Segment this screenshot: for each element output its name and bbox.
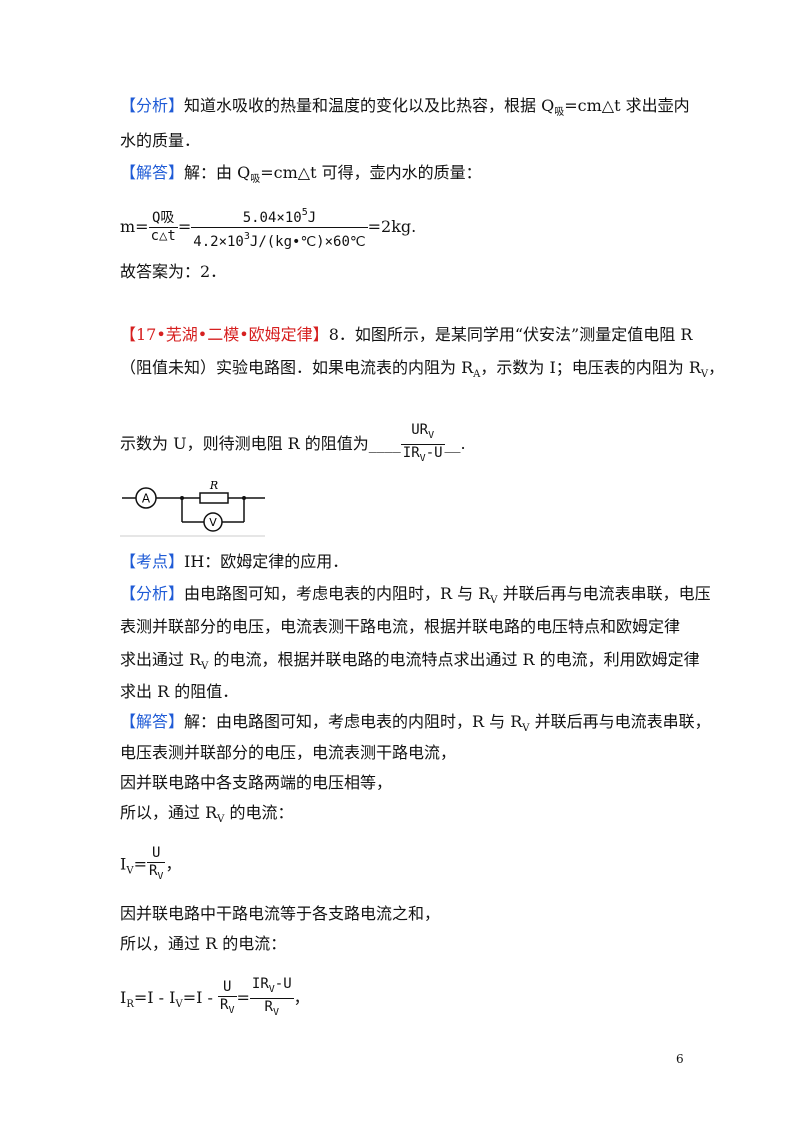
analysis-paragraph-1-line2: 水的质量．: [120, 131, 201, 150]
solution-paragraph-1: 【解答】解：由 Q吸=cm△t 可得，壶内水的质量：: [120, 163, 482, 185]
resistor-symbol: [199, 492, 229, 504]
solution-2-line5: 因并联电路中干路电流等于各支路电流之和，: [120, 904, 441, 923]
voltmeter-label: V: [209, 516, 217, 529]
solution-2-line1: 【解答】解：由电路图可知，考虑电表的内阻时，R 与 RV 并联后再与电流表串联，: [120, 712, 711, 734]
solution-2-line2: 电压表测并联部分的电压，电流表测干路电流，: [120, 743, 457, 762]
analysis-2-line4: 求出 R 的阻值．: [120, 682, 239, 701]
analysis-2-line2: 表测并联部分的电压，电流表测干路电流，根据并联电路的电压特点和欧姆定律: [120, 617, 681, 636]
circuit-diagram: A R V: [120, 479, 265, 537]
solution-2-line3: 因并联电路中各支路两端的电压相等，: [120, 773, 393, 792]
question-source-tag: 【17•芜湖•二模•欧姆定律】: [120, 325, 329, 344]
question-8-line1: 【17•芜湖•二模•欧姆定律】8．如图所示，是某同学用“伏安法”测量定值电阻 R: [120, 325, 693, 344]
solution-2-line6: 所以，通过 R 的电流：: [120, 934, 287, 953]
ammeter-label: A: [142, 492, 151, 506]
kaodian-tag: 【考点】: [120, 552, 185, 571]
analysis-paragraph-1: 【分析】知道水吸收的热量和温度的变化以及比热容，根据 Q吸=cm△t 求出壶内: [120, 96, 690, 118]
question-8-line2: （阻值未知）实验电路图．如果电流表的内阻为 RA，示数为 I；电压表的内阻为 R…: [120, 358, 725, 380]
kaodian-line: 【考点】IH：欧姆定律的应用．: [120, 552, 349, 571]
solution-tag: 【解答】: [120, 163, 185, 182]
analysis-tag: 【分析】: [120, 96, 185, 115]
resistor-label: R: [209, 479, 218, 492]
analysis-2-line1: 【分析】由电路图可知，考虑电表的内阻时，R 与 RV 并联后再与电流表串联，电压: [120, 584, 711, 606]
answer-line: 故答案为：2．: [120, 262, 227, 281]
analysis-2-line3: 求出通过 RV 的电流，根据并联电路的电流特点求出通过 R 的电流，利用欧姆定律: [120, 650, 700, 672]
page-number: 6: [676, 1052, 684, 1066]
solution-2-line4: 所以，通过 RV 的电流：: [120, 803, 294, 825]
analysis-2-tag: 【分析】: [120, 584, 185, 603]
solution-2-tag: 【解答】: [120, 712, 185, 731]
